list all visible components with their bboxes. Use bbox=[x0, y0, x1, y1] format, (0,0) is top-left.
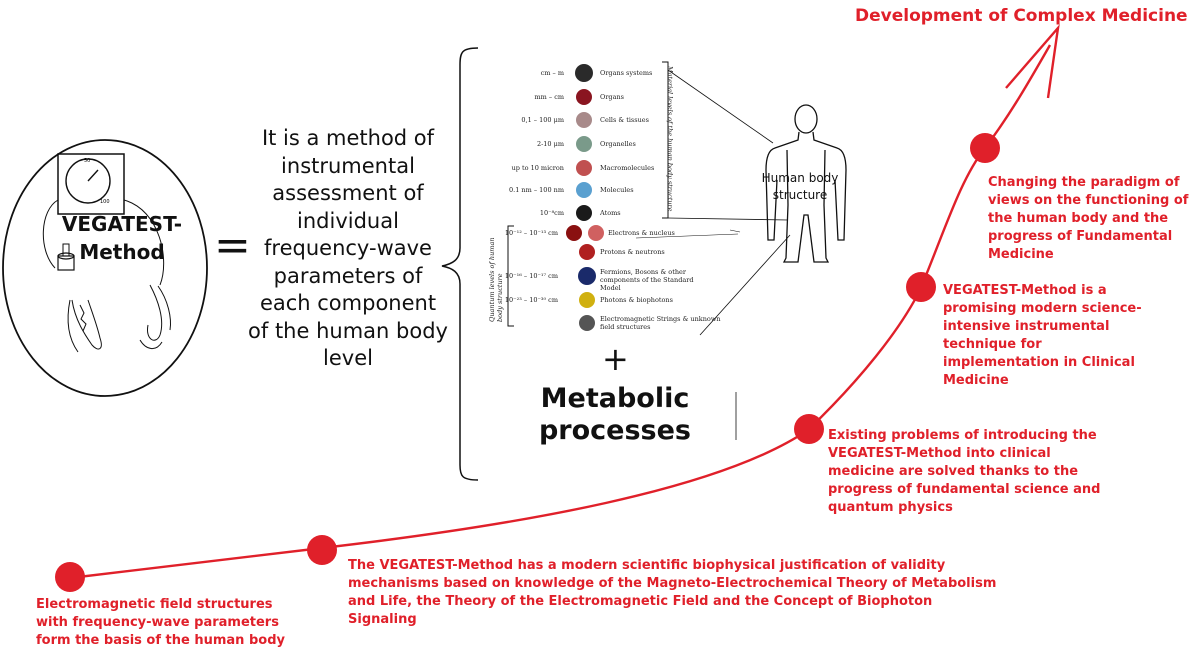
level-name: Atoms bbox=[600, 209, 621, 217]
level-name: Organs bbox=[600, 93, 624, 101]
organelles-icon bbox=[576, 136, 592, 152]
level-range: mm – cm bbox=[534, 93, 564, 101]
level-range: 10⁻⁸cm bbox=[539, 209, 564, 217]
level-name: Organelles bbox=[600, 140, 636, 148]
gauge-dial-icon bbox=[65, 158, 111, 204]
molecules-icon bbox=[576, 182, 592, 198]
human-body-icon bbox=[765, 104, 847, 263]
level-name: Protons & neutrons bbox=[600, 248, 665, 256]
level-name: Molecules bbox=[600, 186, 634, 194]
human-body-structure-label: Human body structure bbox=[761, 171, 839, 202]
levels-curly-bracket bbox=[441, 47, 479, 481]
level-name: Organs systems bbox=[600, 69, 653, 77]
metabolic-processes-label: Metabolic processes bbox=[538, 383, 692, 446]
protons-icon bbox=[579, 244, 595, 260]
atoms-icon bbox=[576, 205, 592, 221]
level-name: Electromagnetic Strings & unknown field … bbox=[600, 315, 721, 331]
milestone-dot-1 bbox=[55, 562, 85, 592]
milestone-dot-4 bbox=[906, 272, 936, 302]
cells-icon bbox=[576, 112, 592, 128]
fermions-icon bbox=[578, 267, 596, 285]
progress-arrowhead bbox=[1005, 24, 1060, 99]
svg-text:50: 50 bbox=[84, 158, 90, 164]
level-range: 10⁻²³ – 10⁻³⁰ cm bbox=[504, 296, 558, 304]
method-description: It is a method of instrumental assessmen… bbox=[248, 126, 448, 370]
right-hand-icon bbox=[146, 284, 171, 341]
milestone-dot-5 bbox=[970, 133, 1000, 163]
macromolecules-icon bbox=[576, 160, 592, 176]
organ-systems-icon bbox=[575, 64, 593, 82]
quantum-levels-label: Quantum levels of human body structure bbox=[488, 237, 504, 322]
vegatest-method-label: VEGATEST- Method bbox=[61, 212, 183, 264]
strings-icon bbox=[579, 315, 595, 331]
level-range: 10⁻¹⁶ – 10⁻¹⁷ cm bbox=[504, 272, 558, 280]
level-range: 10⁻¹² – 10⁻¹³ cm bbox=[504, 229, 558, 237]
level-name: Electrons & nucleus bbox=[608, 229, 675, 237]
level-range: 2-10 μm bbox=[536, 140, 564, 148]
milestone-dot-2 bbox=[307, 535, 337, 565]
milestone-text-3: Existing problems of introducing the VEG… bbox=[828, 428, 1101, 515]
milestone-dot-3 bbox=[794, 414, 824, 444]
level-name: Macromolecules bbox=[600, 164, 655, 172]
quantum-level-icons bbox=[566, 225, 604, 331]
electrons-icon-a bbox=[566, 225, 582, 241]
level-range: 0.1 nm – 100 nm bbox=[509, 186, 564, 194]
level-range: 0,1 – 100 μm bbox=[521, 116, 564, 124]
equals-sign: = bbox=[214, 220, 251, 271]
device-box-icon bbox=[57, 153, 125, 215]
milestone-text-5: Changing the paradigm of views on the fu… bbox=[988, 175, 1189, 262]
vegatest-oval bbox=[2, 139, 208, 397]
material-level-icons bbox=[575, 64, 593, 221]
electrons-icon-b bbox=[588, 225, 604, 241]
plus-sign: + bbox=[602, 340, 629, 378]
milestone-text-2: The VEGATEST-Method has a modern scienti… bbox=[348, 558, 997, 627]
page-title: Development of Complex Medicine bbox=[855, 6, 1188, 26]
left-hand-icon bbox=[67, 299, 102, 353]
organs-icon bbox=[576, 89, 592, 105]
level-name: Cells & tissues bbox=[600, 116, 649, 124]
photons-icon bbox=[579, 292, 595, 308]
milestone-text-4: VEGATEST-Method is a promising modern sc… bbox=[943, 283, 1142, 388]
level-name: Fermions, Bosons & other components of t… bbox=[600, 268, 694, 292]
level-range: cm – m bbox=[540, 69, 564, 77]
svg-text:100: 100 bbox=[100, 199, 110, 205]
level-range: up to 10 micron bbox=[511, 164, 564, 172]
milestone-text-1: Electromagnetic field structures with fr… bbox=[36, 597, 285, 648]
level-name: Photons & biophotons bbox=[600, 296, 673, 304]
material-levels-label: Material levels of the human body struct… bbox=[666, 66, 674, 212]
